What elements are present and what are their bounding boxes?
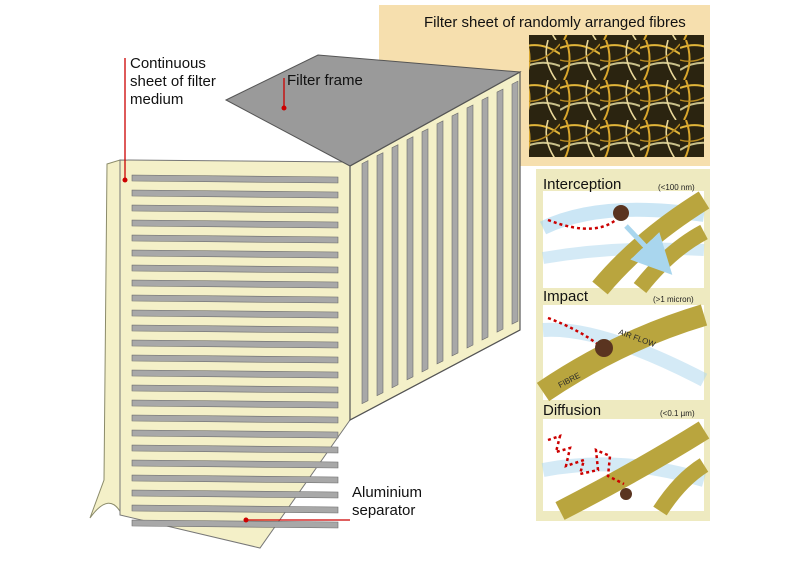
aluminium-separator-rib	[131, 234, 339, 244]
continuous-sheet-label: Continuous sheet of filter medium	[130, 55, 216, 108]
aluminium-separator-rib	[131, 324, 339, 334]
filter-pleat-rib	[481, 96, 489, 341]
filter-pleat-rib	[436, 120, 444, 365]
fibre-panel-title: Filter sheet of randomly arranged fibres	[424, 14, 686, 31]
aluminium-separator-dot	[243, 517, 249, 523]
aluminium-separator-rib	[131, 369, 339, 379]
aluminium-separator-rib	[131, 519, 339, 529]
aluminium-separator-rib	[131, 174, 339, 184]
aluminium-separator-rib	[131, 429, 339, 439]
interception-title: Interception	[543, 176, 622, 193]
aluminium-separator-rib	[131, 294, 339, 304]
filter-pleat-rib	[511, 80, 519, 325]
impact-panel: AIR FLOW FIBRE	[536, 304, 708, 402]
aluminium-separator-rib	[131, 399, 339, 409]
diffusion-title: Diffusion	[543, 402, 602, 419]
filter-medium-sheet	[89, 159, 123, 519]
aluminium-separator-rib	[131, 474, 339, 484]
impact-title: Impact	[543, 288, 589, 305]
filter-frame-right-edge	[349, 70, 521, 421]
impact-range: (>1 micron)	[653, 295, 694, 304]
aluminium-separator-rib	[131, 384, 339, 394]
aluminium-separator-rib	[131, 444, 339, 454]
aluminium-separator-rib	[131, 189, 339, 199]
filter-front-face	[119, 159, 351, 549]
aluminium-separator-rib	[131, 339, 339, 349]
aluminium-separator-rib	[131, 219, 339, 229]
aluminium-separator-rib	[131, 414, 339, 424]
filter-pleat-rib	[406, 136, 414, 381]
particle	[595, 339, 613, 357]
particle	[620, 488, 632, 500]
filter-pleat-rib	[391, 144, 399, 389]
aluminium-separator-label: Aluminium separator	[352, 484, 423, 519]
particle	[613, 205, 629, 221]
fibre-image	[529, 35, 704, 157]
hepa-filter	[89, 54, 522, 549]
filter-pleat-rib	[496, 88, 504, 333]
filter-frame-dot	[281, 105, 287, 111]
aluminium-separator-rib	[131, 309, 339, 319]
diffusion-panel	[541, 419, 710, 520]
filter-pleat-rib	[376, 152, 384, 397]
aluminium-separator-rib	[131, 204, 339, 214]
aluminium-separator-rib	[131, 249, 339, 259]
aluminium-separator-rib	[131, 354, 339, 364]
filter-pleat-rib	[421, 128, 429, 373]
filter-pleat-rib	[361, 160, 369, 405]
filter-pleat-rib	[451, 112, 459, 357]
aluminium-separator-rib	[131, 279, 339, 289]
filter-frame-label: Filter frame	[287, 72, 363, 89]
filter-pleat-rib	[466, 104, 474, 349]
aluminium-separator-rib	[131, 489, 339, 499]
interception-panel	[539, 191, 710, 295]
interception-range: (<100 nm)	[658, 183, 695, 192]
aluminium-separator-rib	[131, 504, 339, 514]
continuous-sheet-dot	[122, 177, 128, 183]
aluminium-separator-rib	[131, 459, 339, 469]
aluminium-separator-rib	[131, 264, 339, 274]
diffusion-range: (<0.1 µm)	[660, 409, 695, 418]
